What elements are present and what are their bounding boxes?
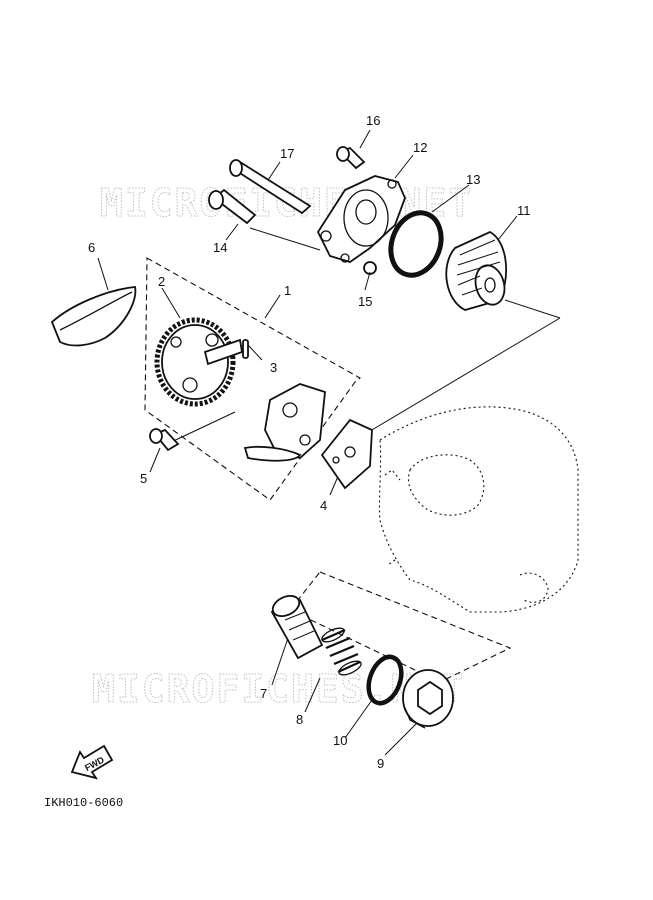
part-16-bolt	[336, 146, 366, 170]
part-11-oil-filter	[445, 230, 507, 311]
part-3-pin	[242, 339, 249, 359]
callout-10: 10	[333, 733, 347, 748]
part-2-gear	[154, 317, 244, 407]
leader-lines	[97, 129, 561, 756]
callout-12: 12	[413, 140, 427, 155]
part-13-o-ring	[388, 210, 444, 278]
callout-14: 14	[213, 240, 227, 255]
callout-13: 13	[466, 172, 480, 187]
part-6-cover	[50, 286, 137, 347]
part-9-drain-plug	[402, 669, 454, 729]
callout-2: 2	[158, 274, 165, 289]
part-4-gasket	[320, 418, 373, 490]
callout-9: 9	[377, 756, 384, 771]
callout-11: 11	[517, 203, 531, 218]
callout-15: 15	[358, 294, 372, 309]
part-17-long-bolt	[229, 159, 312, 215]
diagram-code: IKH010-6060	[44, 796, 123, 810]
part-8-spring	[321, 627, 362, 676]
callout-6: 6	[88, 240, 95, 255]
part-1-pump-body	[243, 383, 326, 462]
callout-1: 1	[284, 283, 291, 298]
callout-labels: 1 2 3 4 5 6 7 8 9 10 11 12 13 14 15 16 1…	[88, 113, 531, 771]
callout-7: 7	[260, 686, 267, 701]
callout-8: 8	[296, 712, 303, 727]
part-12-filter-cover	[316, 175, 406, 263]
callout-5: 5	[140, 471, 147, 486]
callout-17: 17	[280, 146, 294, 161]
part-14-bolt	[208, 188, 257, 225]
part-15-o-ring	[363, 261, 377, 275]
callout-16: 16	[366, 113, 380, 128]
fwd-direction-marker: FWD	[70, 744, 114, 780]
part-5-screw	[149, 428, 180, 452]
part-10-o-ring	[366, 654, 404, 706]
engine-case	[378, 406, 579, 613]
callout-4: 4	[320, 498, 327, 513]
callout-3: 3	[270, 360, 277, 375]
part-7-strainer	[270, 595, 324, 660]
